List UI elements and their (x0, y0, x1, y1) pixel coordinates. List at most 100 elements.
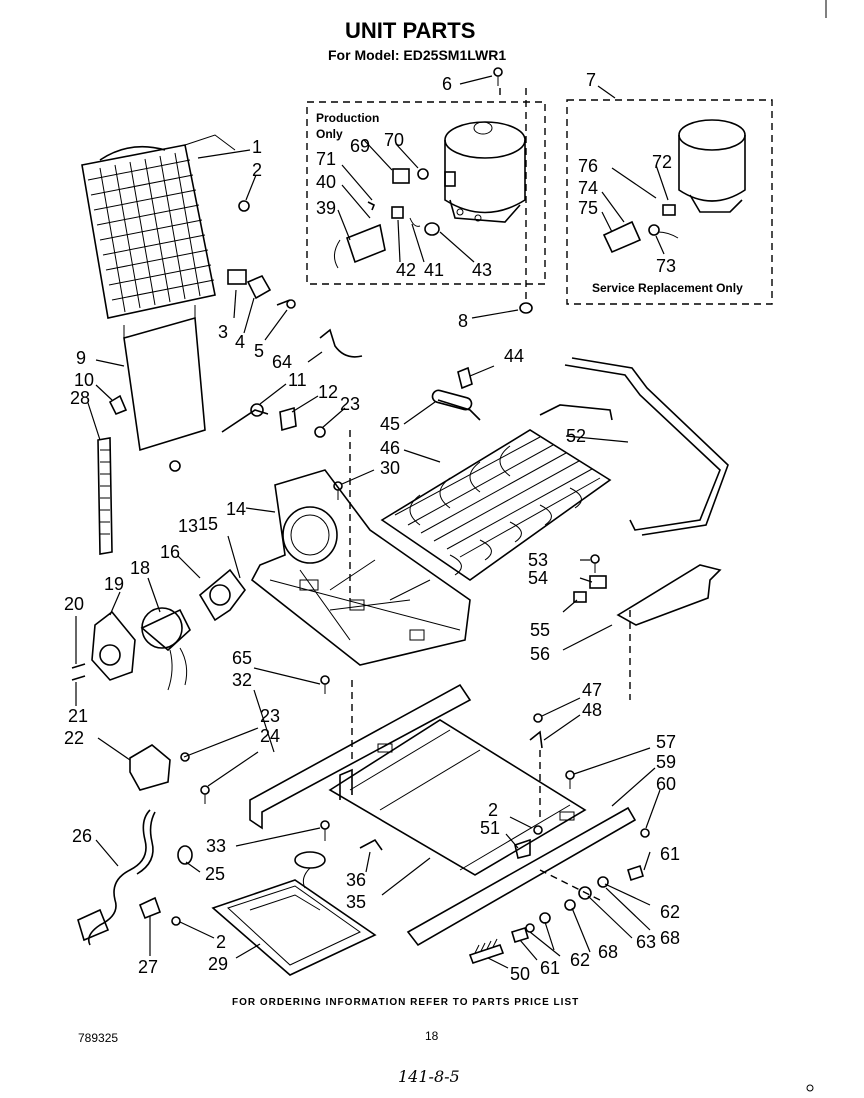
compressor-service-drawing (602, 119, 746, 254)
bracket-56 (616, 564, 722, 626)
callout-27: 27 (138, 957, 158, 977)
callout-41: 41 (424, 260, 444, 280)
callout-39: 39 (316, 198, 336, 218)
callout-2: 2 (252, 160, 262, 180)
callout-53: 53 (528, 550, 548, 570)
start-relay-parts (334, 168, 440, 269)
rail-59 (406, 806, 637, 947)
evaporator-coil-46 (380, 389, 612, 581)
callout-40: 40 (316, 172, 336, 192)
callout-56: 56 (530, 644, 550, 664)
callout-60: 60 (656, 774, 676, 794)
callout-61b: 61 (540, 958, 560, 978)
callout-30: 30 (380, 458, 400, 478)
callout-21: 21 (68, 706, 88, 726)
callout-75: 75 (578, 198, 598, 218)
callout-2b: 2 (488, 800, 498, 820)
production-label-line2: Only (316, 127, 343, 141)
callout-35: 35 (346, 892, 366, 912)
callout-25: 25 (205, 864, 225, 884)
condenser-coil-drawing (81, 134, 236, 319)
clip-10-and-strip-28 (97, 394, 128, 555)
callout-69: 69 (350, 136, 370, 156)
callout-42: 42 (396, 260, 416, 280)
compressor-production-drawing (444, 121, 526, 223)
screws-and-grommets (238, 67, 533, 694)
callout-12: 12 (318, 382, 338, 402)
callout-18: 18 (130, 558, 150, 578)
callout-24: 24 (260, 726, 280, 746)
callout-3: 3 (218, 322, 228, 342)
callout-numbers: 1 2 3 4 5 6 7 8 9 10 11 12 13 14 15 16 1… (64, 70, 680, 984)
model-subtitle: For Model: ED25SM1LWR1 (328, 47, 506, 63)
callout-50: 50 (510, 964, 530, 984)
service-replacement-label: Service Replacement Only (592, 281, 743, 295)
callout-11: 11 (288, 370, 307, 390)
callout-33: 33 (206, 836, 226, 856)
callout-63: 63 (636, 932, 656, 952)
service-replacement-box (566, 99, 773, 305)
tube-52 (539, 364, 721, 531)
callout-43: 43 (472, 260, 492, 280)
callout-15: 15 (198, 514, 218, 534)
drain-pan-29 (211, 879, 377, 976)
callout-16: 16 (160, 542, 180, 562)
callout-57: 57 (656, 732, 676, 752)
callout-7: 7 (586, 70, 596, 90)
parts-53-54-55 (573, 554, 607, 603)
callout-1: 1 (252, 137, 262, 157)
callout-71: 71 (316, 149, 336, 169)
callout-74: 74 (578, 178, 598, 198)
small-hardware-parts (294, 713, 650, 965)
callout-36: 36 (346, 870, 366, 890)
page-number: 18 (425, 1029, 439, 1043)
leader-lines (75, 75, 669, 969)
page-title: UNIT PARTS (345, 18, 475, 43)
ordering-note: FOR ORDERING INFORMATION REFER TO PARTS … (232, 997, 579, 1008)
production-label-line1: Production (316, 111, 379, 125)
callout-2c: 2 (216, 932, 226, 952)
callout-10: 10 (74, 370, 94, 390)
production-only-box (306, 101, 546, 285)
callout-59: 59 (656, 752, 676, 772)
callout-23b: 23 (260, 706, 280, 726)
callout-76: 76 (578, 156, 598, 176)
callout-52: 52 (566, 426, 586, 446)
base-frame-35 (249, 683, 587, 876)
callout-8: 8 (458, 311, 468, 331)
callout-68: 68 (660, 928, 680, 948)
callout-44: 44 (504, 346, 524, 366)
callout-46: 46 (380, 438, 400, 458)
callout-13: 13 (178, 516, 198, 536)
callout-62: 62 (660, 902, 680, 922)
callout-72: 72 (652, 152, 672, 172)
callout-14: 14 (226, 499, 246, 519)
callout-29: 29 (208, 954, 228, 974)
callout-68b: 68 (598, 942, 618, 962)
callout-26: 26 (72, 826, 92, 846)
assembly-guide-lines (349, 88, 631, 901)
part-64-wire (319, 328, 363, 358)
callout-73: 73 (656, 256, 676, 276)
callout-28: 28 (70, 388, 90, 408)
callout-45: 45 (380, 414, 400, 434)
brackets-3-4-5 (227, 269, 296, 309)
callout-5: 5 (254, 341, 264, 361)
callout-19: 19 (104, 574, 124, 594)
callout-62b: 62 (570, 950, 590, 970)
defrost-heater-drawing (123, 305, 206, 472)
callout-55: 55 (530, 620, 550, 640)
callout-47: 47 (582, 680, 602, 700)
callout-51: 51 (480, 818, 500, 838)
fan-motor-assembly (71, 568, 246, 691)
thermostat-11-12-23 (221, 403, 326, 438)
callout-4: 4 (235, 332, 245, 352)
callout-54: 54 (528, 568, 548, 588)
control-box-22 (129, 744, 210, 804)
callout-48: 48 (582, 700, 602, 720)
handwritten-note: 141-8-5 (398, 1067, 460, 1086)
callout-61: 61 (660, 844, 680, 864)
callout-65: 65 (232, 648, 252, 668)
evaporator-panel-14 (250, 469, 471, 666)
